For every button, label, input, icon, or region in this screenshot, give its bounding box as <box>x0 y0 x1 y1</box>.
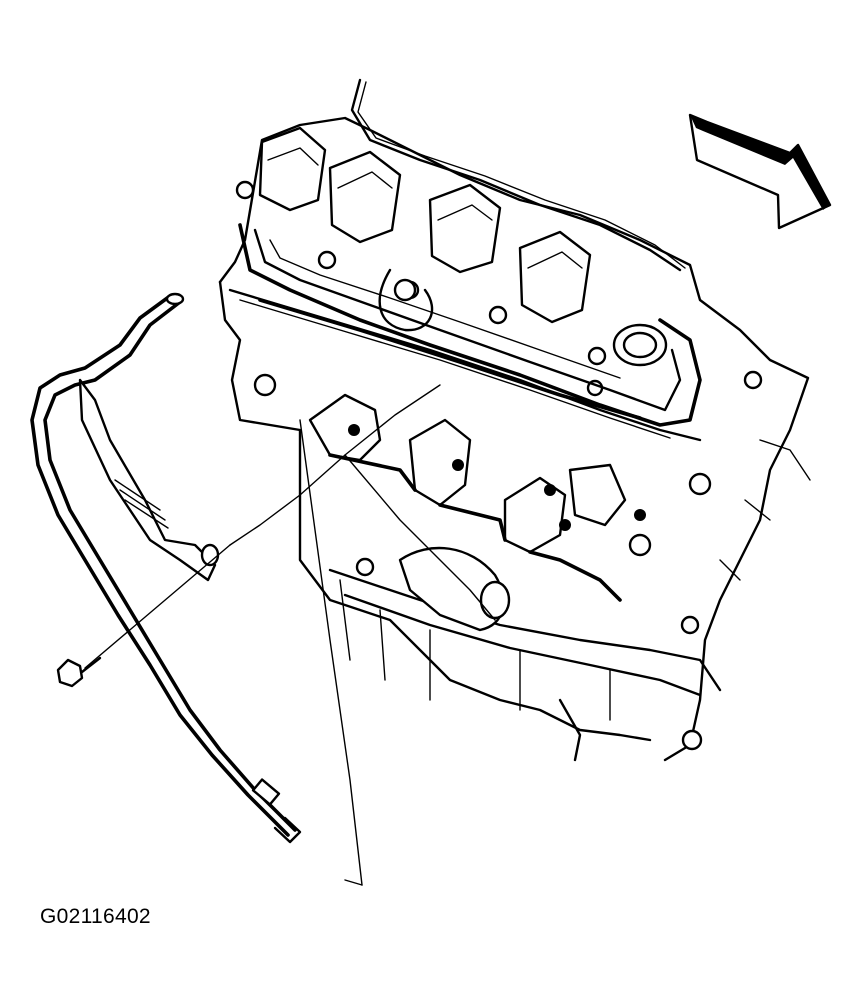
coil-icon <box>328 150 402 244</box>
ignition-coils <box>235 78 686 332</box>
oil-level-indicator-tube <box>30 292 302 844</box>
exhaust-manifold <box>308 393 646 632</box>
figure-id-label: G02116402 <box>40 905 151 928</box>
front-of-vehicle-arrow-icon <box>688 113 832 230</box>
mounting-bolt <box>56 544 231 688</box>
engine-block <box>218 116 811 762</box>
coil-icon <box>235 126 327 212</box>
leader-lines <box>229 384 496 886</box>
coil-icon <box>428 183 502 274</box>
coil-icon <box>518 230 592 324</box>
tube-icon <box>30 292 302 844</box>
bolt-icon <box>56 544 231 688</box>
valve-cover <box>238 223 702 427</box>
